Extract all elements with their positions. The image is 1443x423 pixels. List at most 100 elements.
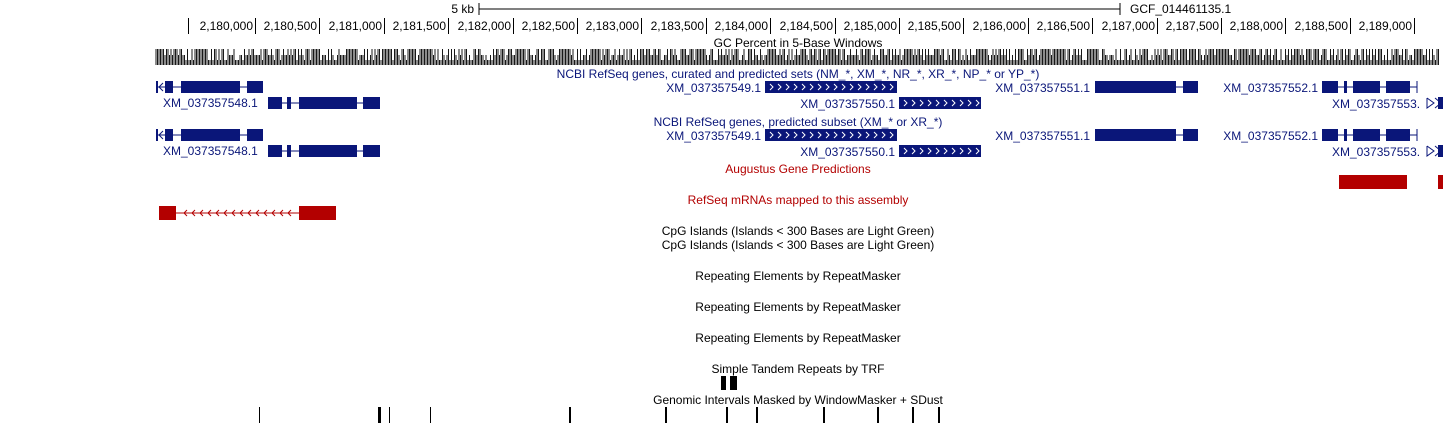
exon[interactable] [156, 81, 158, 93]
ruler-tick-label: 2,180,000 [199, 19, 253, 33]
ruler-tick [577, 18, 578, 34]
exon[interactable] [287, 145, 291, 157]
windowmasker-feature[interactable] [430, 407, 431, 423]
windowmasker-feature[interactable] [389, 407, 390, 423]
exon[interactable] [1386, 129, 1410, 141]
ruler-tick-label: 2,182,000 [457, 19, 511, 33]
exon[interactable] [1353, 81, 1380, 93]
exon[interactable] [299, 145, 357, 157]
windowmasker-feature[interactable] [259, 407, 260, 423]
ruler-tick [1414, 18, 1415, 34]
trf-feature[interactable] [721, 376, 726, 390]
track-title-refseq-mrna: RefSeq mRNAs mapped to this assembly [687, 193, 909, 207]
windowmasker-feature[interactable] [823, 407, 825, 423]
track-title-repeatmasker: Repeating Elements by RepeatMasker [695, 300, 901, 314]
exon[interactable] [1322, 129, 1338, 141]
exon[interactable] [765, 81, 897, 93]
ruler-tick-label: 2,188,500 [1294, 19, 1348, 33]
windowmasker-feature[interactable] [938, 407, 940, 423]
exon[interactable] [1095, 129, 1176, 141]
track-title-cpg-islands: CpG Islands (Islands < 300 Bases are Lig… [661, 224, 935, 238]
ruler-tick-label: 2,182,500 [521, 19, 575, 33]
gene-label-xm-037357551[interactable]: XM_037357551.1 [995, 129, 1090, 143]
ruler-tick [1157, 18, 1158, 34]
windowmasker-feature[interactable] [877, 407, 879, 423]
gene-label-xm-037357548[interactable]: XM_037357548.1 [163, 144, 258, 158]
exon[interactable] [268, 145, 282, 157]
track-title-refseq-curated: NCBI RefSeq genes, curated and predicted… [556, 67, 1040, 81]
exon[interactable] [268, 97, 282, 109]
simple-repeats-features[interactable] [0, 376, 1443, 392]
exon[interactable] [181, 81, 240, 93]
windowmasker-feature[interactable] [912, 407, 914, 423]
exon[interactable] [156, 129, 158, 141]
augustus-feature[interactable] [1339, 175, 1407, 189]
exon[interactable] [363, 97, 380, 109]
gc-percent-wiggle[interactable] [0, 49, 1443, 67]
exon[interactable] [1322, 81, 1338, 93]
exon[interactable] [1095, 81, 1176, 93]
exon[interactable] [1344, 129, 1347, 141]
ruler-start-tick [188, 18, 189, 34]
exon[interactable] [247, 129, 263, 141]
windowmasker-feature[interactable] [569, 407, 571, 423]
exon[interactable] [1438, 97, 1443, 109]
assembly-label: GCF_014461135.1 [1130, 2, 1232, 16]
gene-label-xm-037357548[interactable]: XM_037357548.1 [163, 96, 258, 110]
ruler-tick [706, 18, 707, 34]
gene-label-xm-037357550[interactable]: XM_037357550.1 [800, 97, 895, 111]
gene-label-xm-037357553[interactable]: XM_037357553. [1332, 145, 1421, 159]
exon[interactable] [247, 81, 263, 93]
track-title-augustus: Augustus Gene Predictions [725, 162, 871, 176]
windowmasker-feature[interactable] [378, 407, 381, 423]
exon[interactable] [181, 129, 240, 141]
refseq-predicted-genes[interactable] [0, 128, 1443, 162]
windowmasker-feature[interactable] [726, 407, 728, 423]
ruler-tick-label: 2,187,500 [1165, 19, 1219, 33]
gene-label-xm-037357552[interactable]: XM_037357552.1 [1223, 129, 1318, 143]
refseq-mrna-alignments[interactable] [0, 206, 1443, 222]
exon[interactable] [1386, 81, 1410, 93]
ruler-tick [1285, 18, 1286, 34]
ruler-tick [448, 18, 449, 34]
ruler-tick-label: 2,188,000 [1229, 19, 1283, 33]
mrna-block[interactable] [299, 206, 336, 220]
gene-label-xm-037357553[interactable]: XM_037357553. [1332, 97, 1421, 111]
exon[interactable] [363, 145, 380, 157]
gene-label-xm-037357549[interactable]: XM_037357549.1 [666, 129, 761, 143]
windowmasker-feature[interactable] [665, 407, 667, 423]
gene-label-xm-037357552[interactable]: XM_037357552.1 [1223, 81, 1318, 95]
ruler-tick [255, 18, 256, 34]
exon[interactable] [1183, 81, 1198, 93]
ruler-tick [384, 18, 385, 34]
exon[interactable] [1183, 129, 1198, 141]
ruler-tick [1092, 18, 1093, 34]
exon[interactable] [899, 145, 981, 157]
exon[interactable] [299, 97, 357, 109]
exon[interactable] [1438, 145, 1443, 157]
gc-bars [155, 49, 1439, 65]
exon[interactable] [1344, 81, 1347, 93]
exon[interactable] [165, 129, 173, 141]
track-title-gc-percent: GC Percent in 5-Base Windows [713, 36, 883, 50]
exon[interactable] [765, 129, 897, 141]
gene-label-xm-037357550[interactable]: XM_037357550.1 [800, 145, 895, 159]
mrna-block[interactable] [159, 206, 176, 220]
trf-feature[interactable] [730, 376, 737, 390]
windowmasker-feature[interactable] [756, 407, 758, 423]
exon[interactable] [1353, 129, 1380, 141]
ruler-tick [513, 18, 514, 34]
ruler-tick-label: 2,185,500 [907, 19, 961, 33]
exon[interactable] [165, 81, 173, 93]
gene-label-xm-037357549[interactable]: XM_037357549.1 [666, 81, 761, 95]
ruler-tick [899, 18, 900, 34]
exon[interactable] [287, 97, 291, 109]
ruler-tick-label: 2,185,000 [843, 19, 897, 33]
refseq-curated-genes[interactable] [0, 80, 1443, 114]
exon[interactable] [899, 97, 981, 109]
gene-label-xm-037357551[interactable]: XM_037357551.1 [995, 81, 1090, 95]
augustus-predictions[interactable] [0, 175, 1443, 191]
windowmasker-features[interactable] [0, 407, 1443, 423]
augustus-feature[interactable] [1438, 175, 1443, 189]
ruler-tick-label: 2,181,500 [392, 19, 446, 33]
